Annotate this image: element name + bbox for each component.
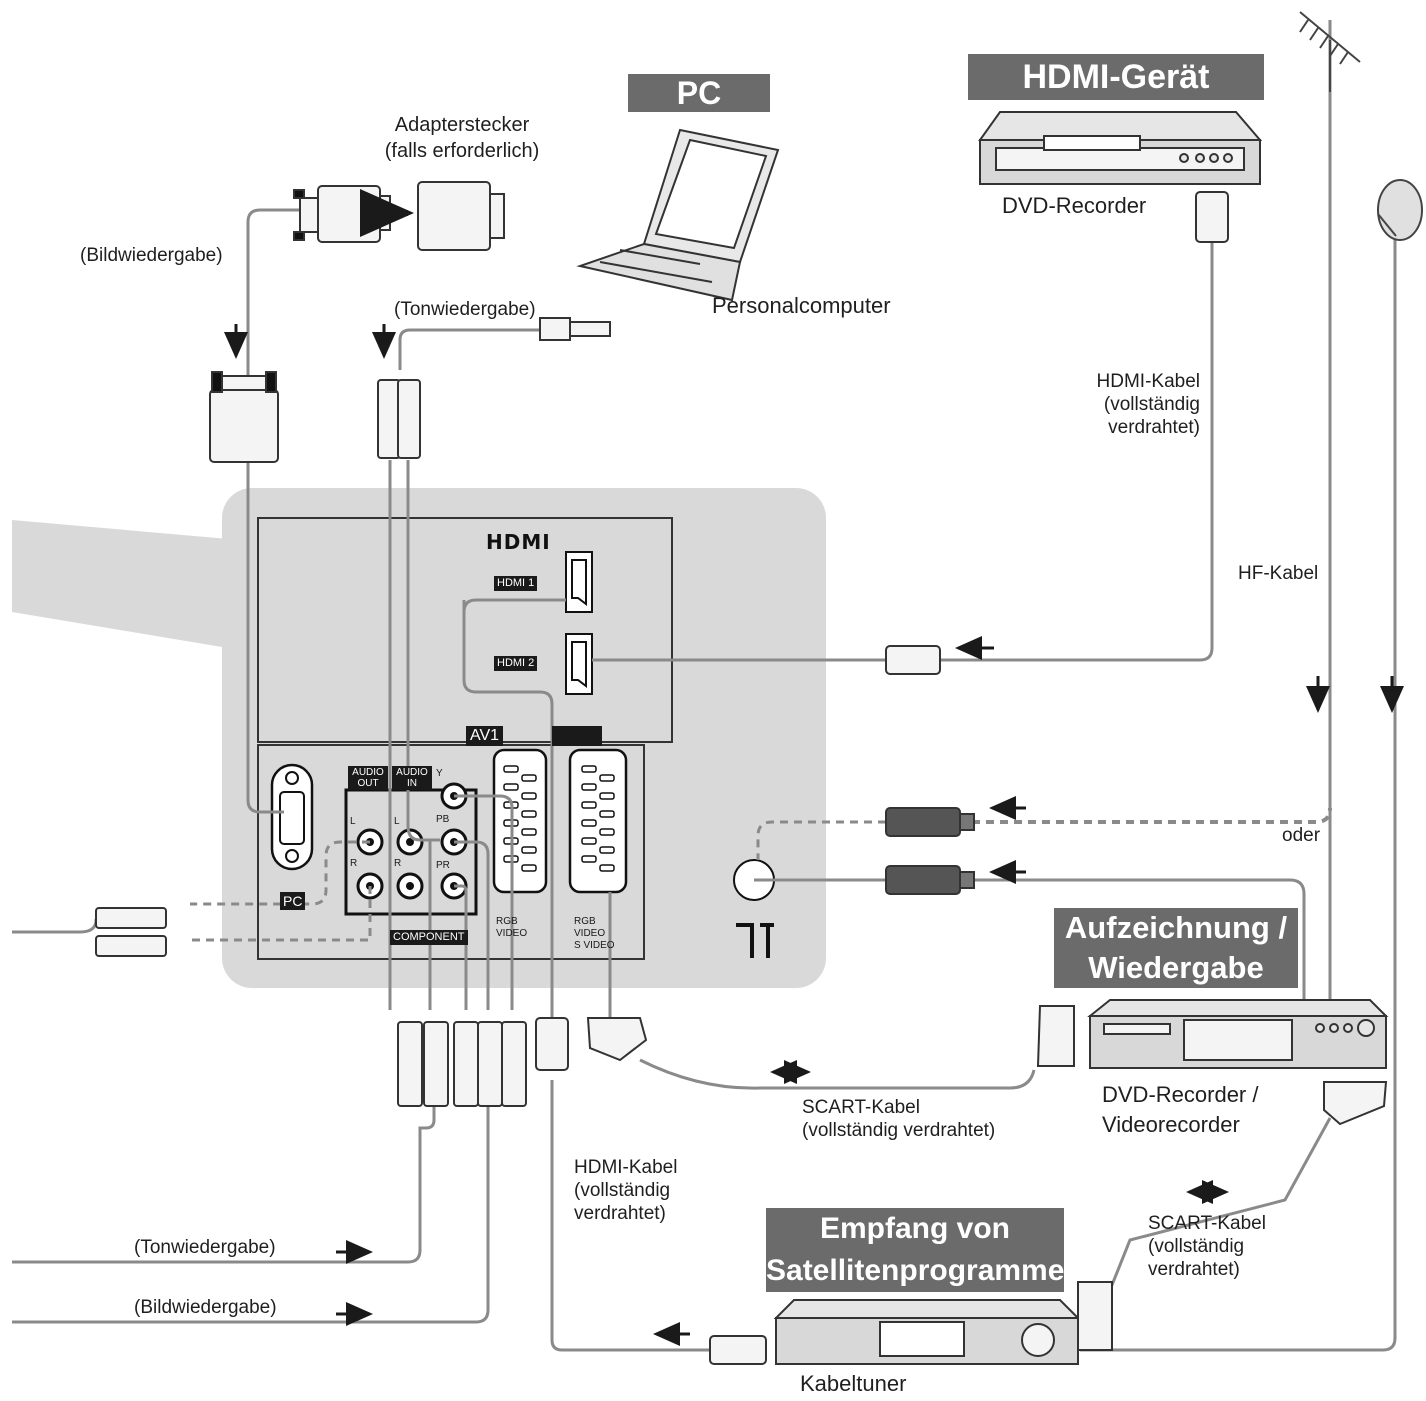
label-personal-computer: Personalcomputer [712,293,891,318]
port-y: Y [436,768,443,779]
hdmi-plug-icon [535,191,1229,1365]
vga-plug-icon [209,181,505,463]
port-av2-blank [552,726,602,746]
tv-panel-icon [12,488,826,988]
arrow-icon [224,324,1404,1346]
port-pc: PC [280,892,306,910]
scart-plug-icon [586,1005,1388,1351]
satellite-dish-icon [1377,179,1423,241]
port-hdmi2: HDMI 2 [494,656,538,671]
label-cable-tuner: Kabeltuner [800,1371,907,1396]
label-sound-output-top: (Tonwiedergabe) [394,299,536,320]
dvd-vcr-icon [1087,999,1389,1069]
port-audio-out: AUDIO OUT [348,766,388,790]
port-component: COMPONENT [390,930,468,945]
rf-plug-icon [885,807,975,895]
dvd-recorder-icon [978,111,1263,185]
port-av1-signals: RGB VIDEO [496,916,528,939]
banner-pc: PC [628,74,770,112]
hdmi-logo: HDMI [486,530,551,554]
label-hdmi-cable-bottom: HDMI-Kabel (vollständig verdrahtet) [574,1157,678,1224]
port-l-in: L [394,816,400,827]
label-hdmi-cable-top: HDMI-Kabel (vollständig verdrahtet) [1096,371,1200,438]
laptop-icon [576,128,780,302]
port-av1: AV1 [466,726,504,746]
port-l-out: L [350,816,356,827]
antenna-icon [1299,11,1361,92]
label-sound-output-bottom: (Tonwiedergabe) [134,1237,276,1258]
port-audio-in: AUDIO IN [392,766,432,790]
label-rf-cable: HF-Kabel [1238,563,1319,584]
banner-satellite: Empfang von Satellitenprogrammen [766,1208,1083,1292]
port-hdmi1: HDMI 1 [494,576,538,591]
label-scart-cable-2: SCART-Kabel (vollständig verdrahtet) [1148,1213,1266,1280]
label-dvd-recorder: DVD-Recorder [1002,193,1147,218]
banner-recording: Aufzeichnung / Wiedergabe [1054,908,1298,988]
rca-plug-icon [95,317,611,1107]
port-av2-signals: RGB VIDEO S VIDEO [574,916,615,951]
banner-hdmi-device: HDMI-Gerät [968,54,1264,100]
label-scart-cable-1: SCART-Kabel (vollständig verdrahtet) [802,1097,996,1141]
port-r-in: R [394,858,402,869]
cable-tuner-icon [773,1299,1081,1365]
label-dvd-recorder-vcr: DVD-Recorder / Videorecorder [1102,1082,1259,1137]
port-r-out: R [350,858,358,869]
label-or: oder [1282,825,1321,846]
label-adapter: Adapterstecker (falls erforderlich) [384,114,540,162]
cables [12,20,1397,1352]
port-pr: PR [436,860,450,871]
label-picture-output-top: (Bildwiedergabe) [80,245,223,266]
label-picture-output-bottom: (Bildwiedergabe) [134,1297,277,1318]
port-pb: PB [436,814,450,825]
